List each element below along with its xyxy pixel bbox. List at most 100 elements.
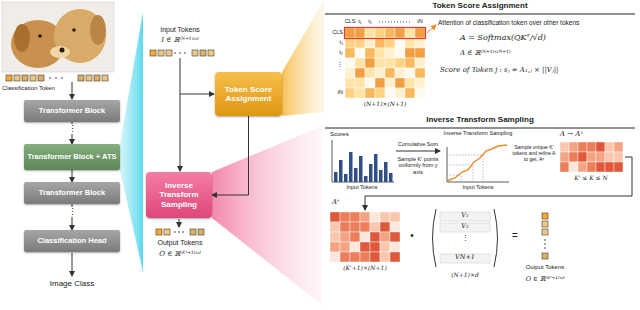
token <box>164 229 170 235</box>
ellipsis-dot <box>174 231 176 233</box>
text-label: A → Aˢ <box>560 130 620 138</box>
text-label: t₁ <box>325 39 343 45</box>
heat-cell <box>365 58 375 68</box>
node-text: Transformer Block <box>39 107 105 116</box>
heat-cell <box>395 88 405 98</box>
heat-cell <box>578 152 587 162</box>
heat-cell <box>370 212 380 222</box>
heat-cell <box>360 232 370 242</box>
sampling-guides <box>447 155 483 182</box>
heat-cell <box>596 152 605 162</box>
heat-cell <box>385 78 395 88</box>
heat-cell <box>375 78 385 88</box>
matrix-bracket <box>494 209 498 267</box>
ellipsis-dot <box>544 247 546 249</box>
flow-arrow <box>179 219 180 227</box>
heat-cell <box>370 242 380 252</box>
token <box>542 229 548 235</box>
heat-cell <box>587 162 596 172</box>
ellipsis-dot <box>182 231 184 233</box>
heat-cell <box>614 152 623 162</box>
heat-cell <box>390 212 400 222</box>
heat-cell <box>365 48 375 58</box>
heat-cell <box>340 222 350 232</box>
text-label: Input Tokens <box>446 184 510 190</box>
text-label: Inverse Transform Sampling <box>443 130 513 136</box>
score-bar <box>374 154 378 182</box>
heat-cell <box>569 162 578 172</box>
pink-glow <box>212 126 322 305</box>
token <box>30 75 36 81</box>
score-bar <box>364 176 368 182</box>
text-label: ⋮ <box>67 124 77 134</box>
text-label: Image Class <box>32 279 112 288</box>
heat-cell <box>415 78 425 88</box>
text-label: CLS <box>325 29 343 35</box>
text-label: Input Tokens <box>140 26 220 34</box>
heat-cell <box>596 142 605 152</box>
dotted-ellipsis <box>379 22 412 23</box>
score-bar <box>339 160 343 182</box>
heat-cell <box>375 68 385 78</box>
heat-cell <box>405 68 415 78</box>
connector <box>212 116 249 195</box>
heat-cell <box>360 242 370 252</box>
text-label: A = Softmax(QKᵀ/√d) <box>460 33 630 42</box>
heat-cell <box>350 242 360 252</box>
text-label: O ∈ ℝ⁽ᴷ'⁺¹⁾ˣᵈ <box>505 276 585 283</box>
heat-cell <box>355 58 365 68</box>
token <box>22 75 28 81</box>
flow-arrow <box>365 157 632 210</box>
heat-cell <box>345 38 355 48</box>
ellipsis-dot <box>49 77 51 79</box>
heat-cell <box>345 48 355 58</box>
heat-cell <box>380 242 390 252</box>
heat-cell <box>375 38 385 48</box>
heat-cell <box>415 58 425 68</box>
heat-cell <box>605 162 614 172</box>
token <box>542 253 548 259</box>
heat-cell <box>375 58 385 68</box>
heat-cell <box>385 48 395 58</box>
heat-cell <box>345 58 355 68</box>
flow-arrow <box>72 82 73 99</box>
heat-cell <box>330 252 340 262</box>
node-text: Inverse Transform Sampling <box>149 181 209 209</box>
text-label: • <box>405 230 419 242</box>
ellipsis-dot <box>544 239 546 241</box>
text-label: V₂ <box>440 223 490 230</box>
heat-cell <box>614 142 623 152</box>
text-label: Attention of classification token over o… <box>438 19 633 26</box>
heat-cell <box>390 252 400 262</box>
matrix-bracket <box>433 209 437 267</box>
score-box: Token Score Assignment <box>215 72 282 116</box>
heat-cell <box>560 142 569 152</box>
heat-cell <box>330 232 340 242</box>
heat-cell <box>395 38 405 48</box>
chart-axis <box>447 182 509 183</box>
heat-cell <box>385 28 395 38</box>
callout-arrow <box>427 25 436 33</box>
heat-cell <box>370 252 380 262</box>
text-label: (N+1)×d <box>430 272 500 279</box>
heat-cell <box>330 222 340 232</box>
panel-rule <box>325 128 635 129</box>
token <box>158 50 164 56</box>
heat-cell <box>355 88 365 98</box>
heat-cell <box>345 88 355 98</box>
dog-ear <box>14 24 30 52</box>
heat-cell <box>405 58 415 68</box>
text-label: Cumulative Sum <box>393 141 443 147</box>
score-bar <box>379 170 383 182</box>
heat-cell <box>375 28 385 38</box>
text-label: Input Tokens <box>331 184 393 190</box>
heat-cell <box>405 78 415 88</box>
text-label: = <box>508 230 522 242</box>
heat-cell <box>390 242 400 252</box>
heat-cell <box>380 222 390 232</box>
heat-cell <box>385 38 395 48</box>
node-text: Transformer Block <box>39 189 105 198</box>
text-label: A ∈ ℝ⁽ᴺ⁺¹⁾ˣ⁽ᴺ⁺¹⁾ <box>460 49 630 57</box>
